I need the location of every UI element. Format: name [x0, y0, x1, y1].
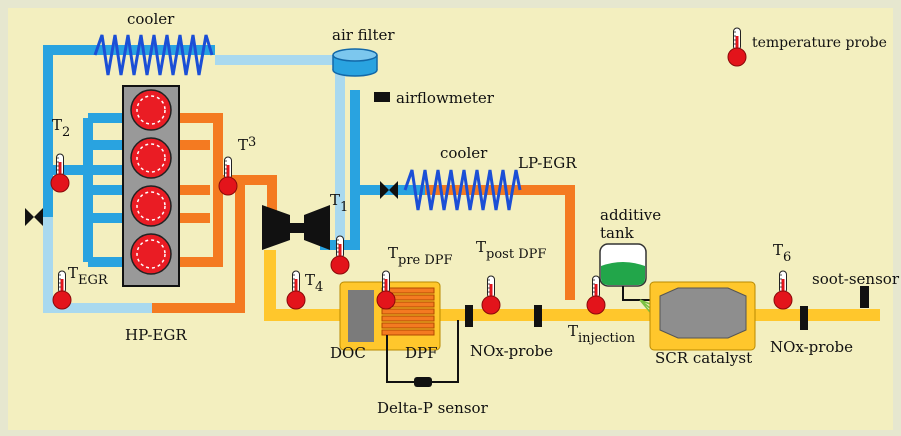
dpf-element — [381, 287, 435, 336]
top-cooler-coil — [93, 34, 214, 76]
t1-label: T1 — [330, 191, 348, 215]
cooler-lp-label: cooler — [440, 144, 488, 162]
t-egr-label: TEGR — [68, 264, 109, 288]
temperature-probe-legend: temperature probe — [752, 35, 887, 51]
dpf-label: DPF — [405, 344, 438, 362]
t-injection-label: Tinjection — [568, 322, 636, 346]
nox-probe-2-label: NOx-probe — [770, 338, 853, 356]
cylinder-3 — [130, 185, 172, 227]
cylinder-2 — [130, 137, 172, 179]
airflowmeter-label: airflowmeter — [396, 89, 495, 107]
doc-element — [348, 290, 374, 342]
doc-label: DOC — [330, 344, 366, 362]
t2-label: T2 — [52, 116, 70, 140]
t-pre-dpf-label: Tpre DPF — [388, 244, 453, 268]
delta-p-sensor-label: Delta-P sensor — [377, 399, 489, 417]
cooler-top-label: cooler — [127, 10, 175, 28]
soot-sensor — [860, 286, 869, 308]
t3-label: T3 — [238, 135, 256, 154]
t-post-dpf-label: Tpost DPF — [476, 238, 546, 262]
soot-sensor-label: soot-sensor — [812, 270, 900, 288]
t4-label: T4 — [305, 271, 323, 295]
additive-tank-label-line2: tank — [600, 224, 635, 242]
doc-dpf-unit — [339, 281, 441, 351]
scr-catalyst-label: SCR catalyst — [655, 349, 752, 367]
nox-probe-2-inline — [534, 305, 542, 327]
airflowmeter-sensor — [374, 92, 390, 102]
additive-tank-label-line1: additive — [600, 206, 661, 224]
nox-probe-2 — [800, 306, 808, 330]
scr-catalyst — [649, 281, 756, 351]
nox-probe-1 — [465, 305, 473, 327]
lp-egr-label: LP-EGR — [518, 154, 577, 172]
delta-p-wiring — [386, 320, 459, 383]
delta-p-sensor — [414, 377, 432, 387]
cylinder-4 — [130, 233, 172, 275]
cylinder-1 — [130, 89, 172, 131]
turbocharger — [262, 205, 330, 250]
air-filter-label: air filter — [332, 26, 395, 44]
t6-label: T6 — [773, 241, 791, 265]
hp-egr-label: HP-EGR — [125, 326, 187, 344]
nox-probe-1-label: NOx-probe — [470, 342, 553, 360]
air-filter — [332, 48, 378, 77]
lp-cooler-coil — [403, 169, 522, 211]
engine-block — [122, 85, 180, 287]
